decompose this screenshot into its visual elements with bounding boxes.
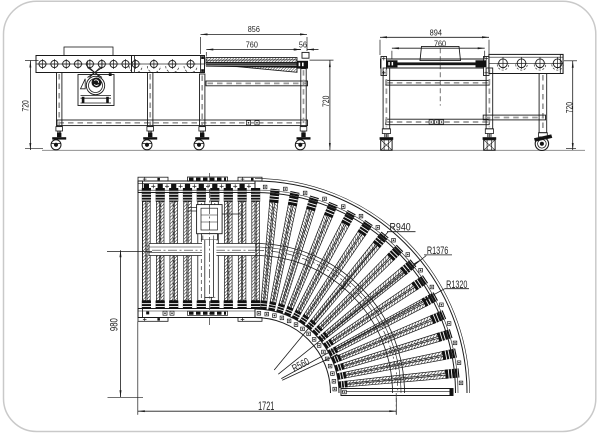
svg-text:56: 56 (299, 40, 307, 50)
svg-text:894: 894 (430, 28, 443, 38)
svg-text:720: 720 (21, 100, 32, 111)
svg-text:720: 720 (321, 96, 332, 107)
svg-text:980: 980 (109, 318, 121, 331)
svg-text:720: 720 (565, 102, 576, 113)
svg-text:R1376: R1376 (427, 245, 449, 257)
svg-text:R940: R940 (390, 222, 411, 234)
svg-text:R1320: R1320 (446, 279, 467, 291)
svg-text:760: 760 (246, 40, 258, 50)
svg-text:856: 856 (248, 24, 260, 34)
svg-text:1721: 1721 (258, 399, 274, 413)
svg-text:760: 760 (434, 38, 446, 48)
